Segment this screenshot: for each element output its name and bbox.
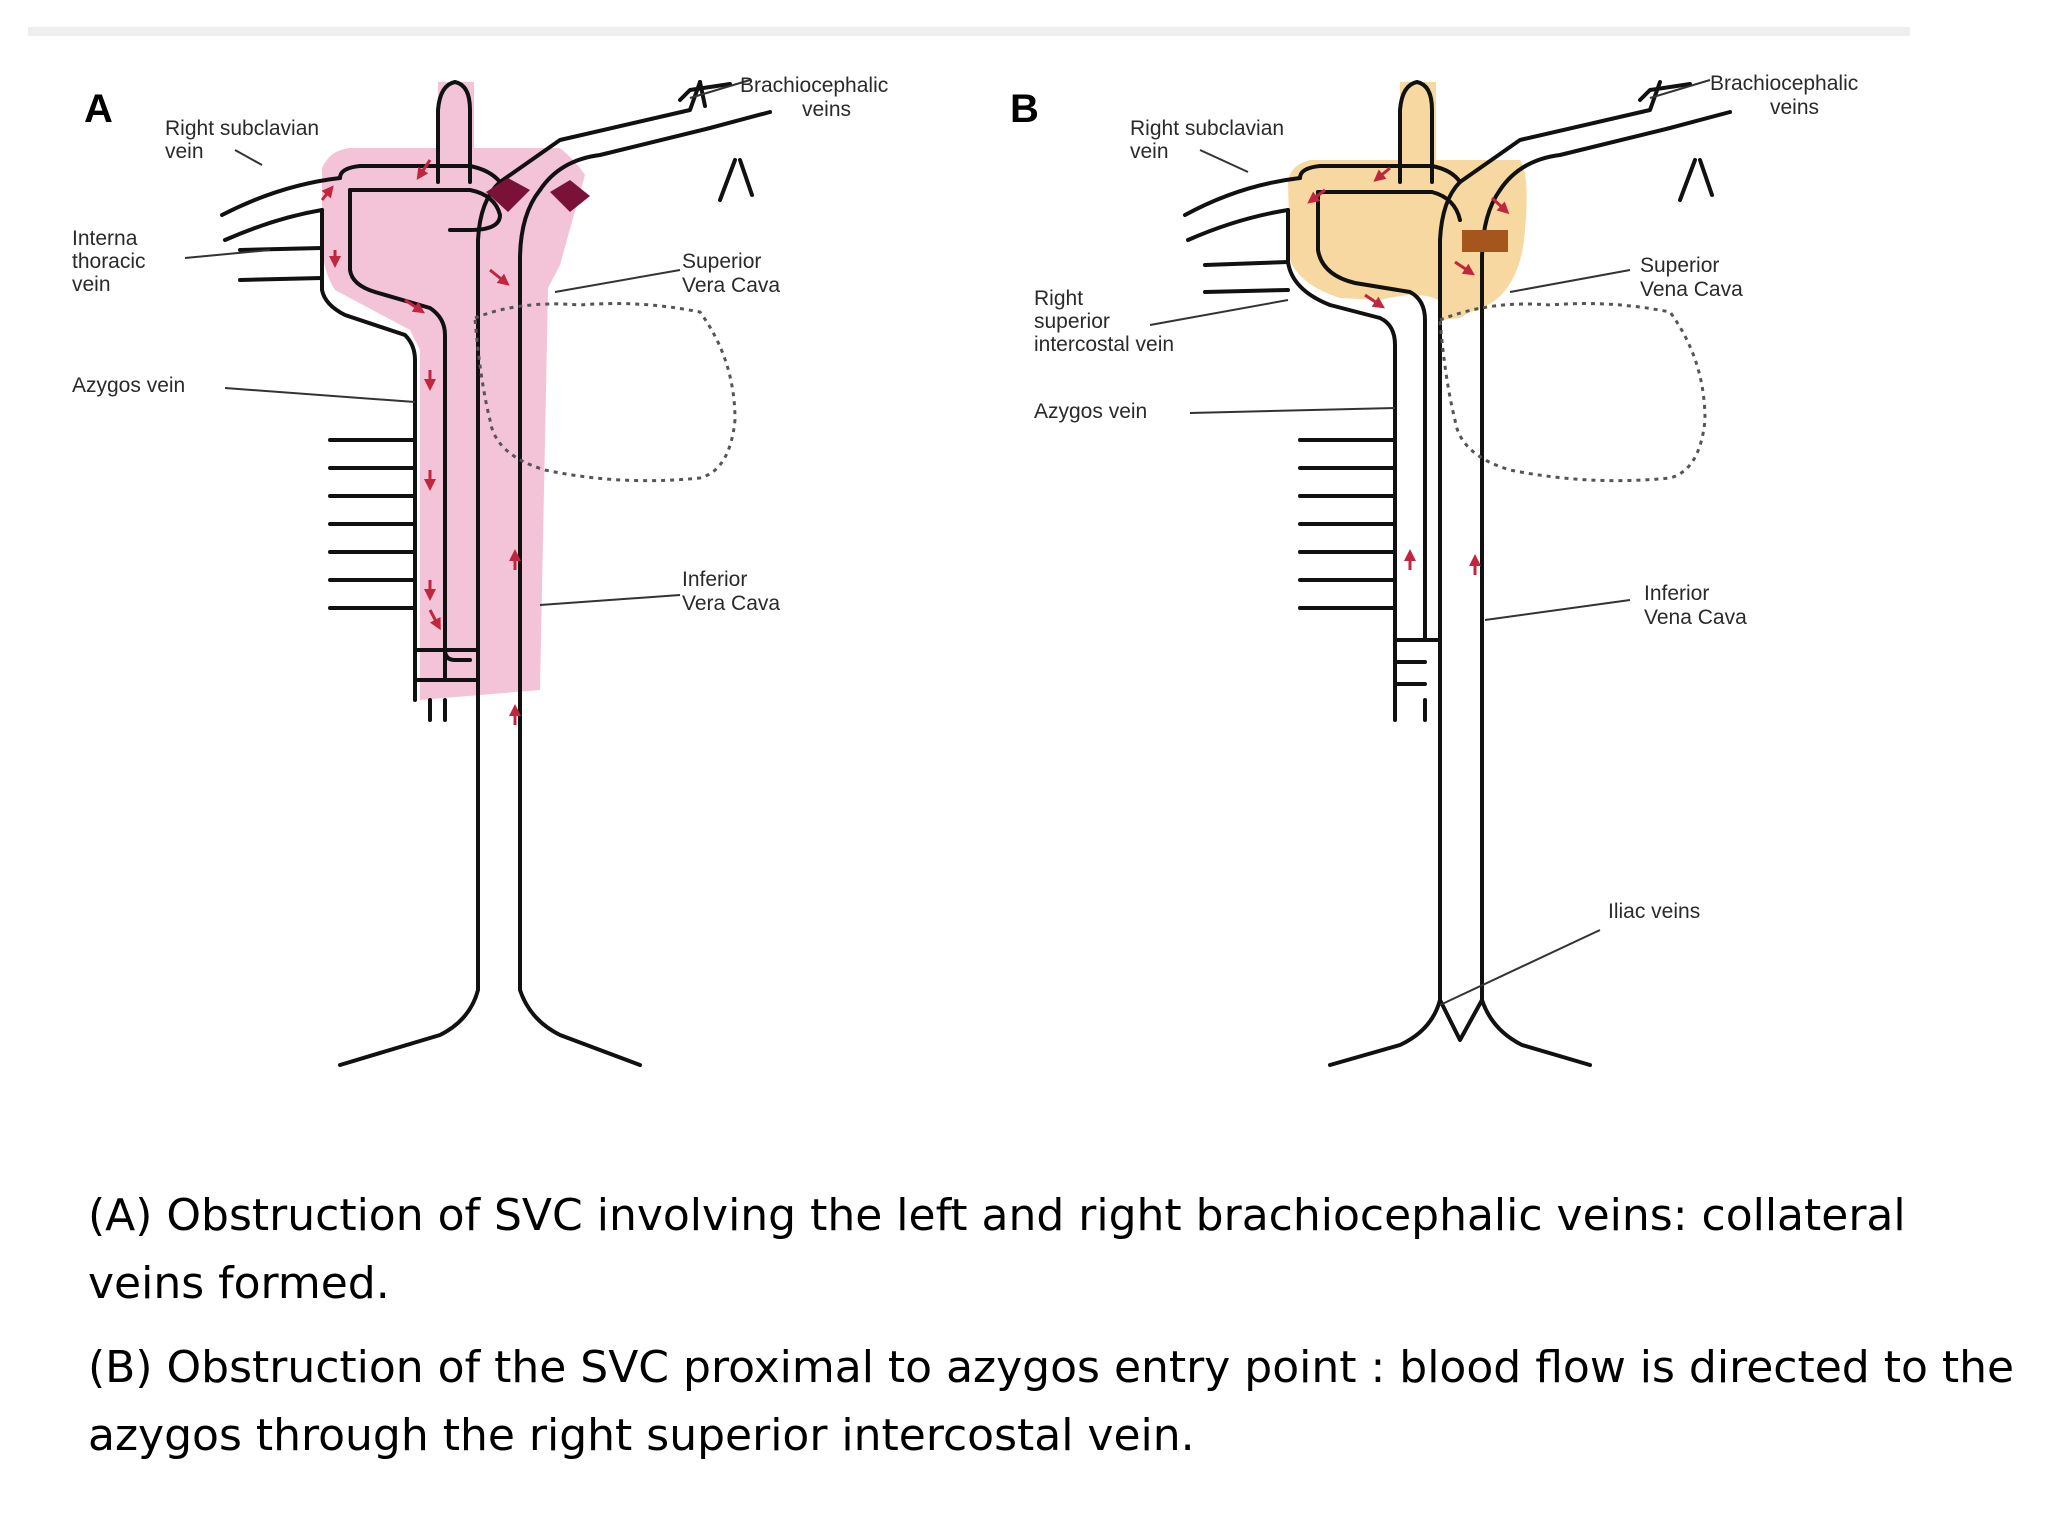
- heart-outline-b: [1438, 302, 1707, 483]
- label-right-superior-intercostal-b-line2: superior: [1034, 310, 1110, 333]
- label-right-subclavian-a-line2: vein: [165, 140, 204, 163]
- vessels-a: [220, 80, 772, 1067]
- heart-outline-a: [473, 302, 737, 483]
- label-brachiocephalic-b: Brachiocephalic: [1710, 72, 1858, 95]
- label-right-superior-intercostal-b: Right: [1034, 287, 1083, 310]
- panel-a: A Right subclavian vein Interna thoracic…: [72, 74, 888, 1067]
- collateral-region-b: [1288, 82, 1527, 320]
- label-svc-b-line2: Vena Cava: [1640, 278, 1743, 301]
- panel-letter-a: A: [84, 87, 113, 131]
- flow-arrows-b: [1307, 166, 1510, 575]
- panel-letter-b: B: [1010, 87, 1039, 131]
- obstruction-marks-a: [486, 178, 590, 212]
- label-ivc-b-line2: Vena Cava: [1644, 606, 1747, 629]
- top-divider: [28, 27, 1910, 36]
- label-right-subclavian-b-line2: vein: [1130, 140, 1169, 163]
- label-internal-thoracic-a-line3: vein: [72, 273, 111, 296]
- caption-b: (B) Obstruction of the SVC proximal to a…: [88, 1342, 2015, 1461]
- caption-a: (A) Obstruction of SVC involving the lef…: [88, 1190, 1906, 1309]
- label-svc-a-line2: Vera Cava: [682, 274, 780, 297]
- label-right-subclavian-b: Right subclavian: [1130, 117, 1284, 140]
- label-ivc-a: Inferior: [682, 568, 747, 591]
- label-right-subclavian-a: Right subclavian: [165, 117, 319, 140]
- label-ivc-b: Inferior: [1644, 582, 1709, 605]
- label-azygos-a: Azygos vein: [72, 374, 185, 397]
- panel-b: B Right subclavian vein Right superior i…: [1010, 72, 1858, 1067]
- label-svc-a: Superior: [682, 250, 761, 273]
- label-brachiocephalic-a: Brachiocephalic: [740, 74, 888, 97]
- svc-obstruction-diagram: A Right subclavian vein Interna thoracic…: [72, 72, 1858, 1067]
- label-azygos-b: Azygos vein: [1034, 400, 1147, 423]
- leader-lines-b: [1149, 79, 1711, 1006]
- label-right-superior-intercostal-b-line3: intercostal vein: [1034, 333, 1174, 356]
- obstruction-mark-b: [1462, 230, 1508, 252]
- label-brachiocephalic-b-line2: veins: [1770, 96, 1819, 119]
- label-internal-thoracic-a-line2: thoracic: [72, 250, 146, 273]
- leader-lines-a: [184, 79, 751, 606]
- label-ivc-a-line2: Vera Cava: [682, 592, 780, 615]
- label-brachiocephalic-a-line2: veins: [802, 98, 851, 121]
- label-internal-thoracic-a: Interna: [72, 227, 138, 250]
- label-svc-b: Superior: [1640, 254, 1719, 277]
- label-iliac-b: Iliac veins: [1608, 900, 1700, 923]
- flow-arrows-a: [320, 159, 521, 725]
